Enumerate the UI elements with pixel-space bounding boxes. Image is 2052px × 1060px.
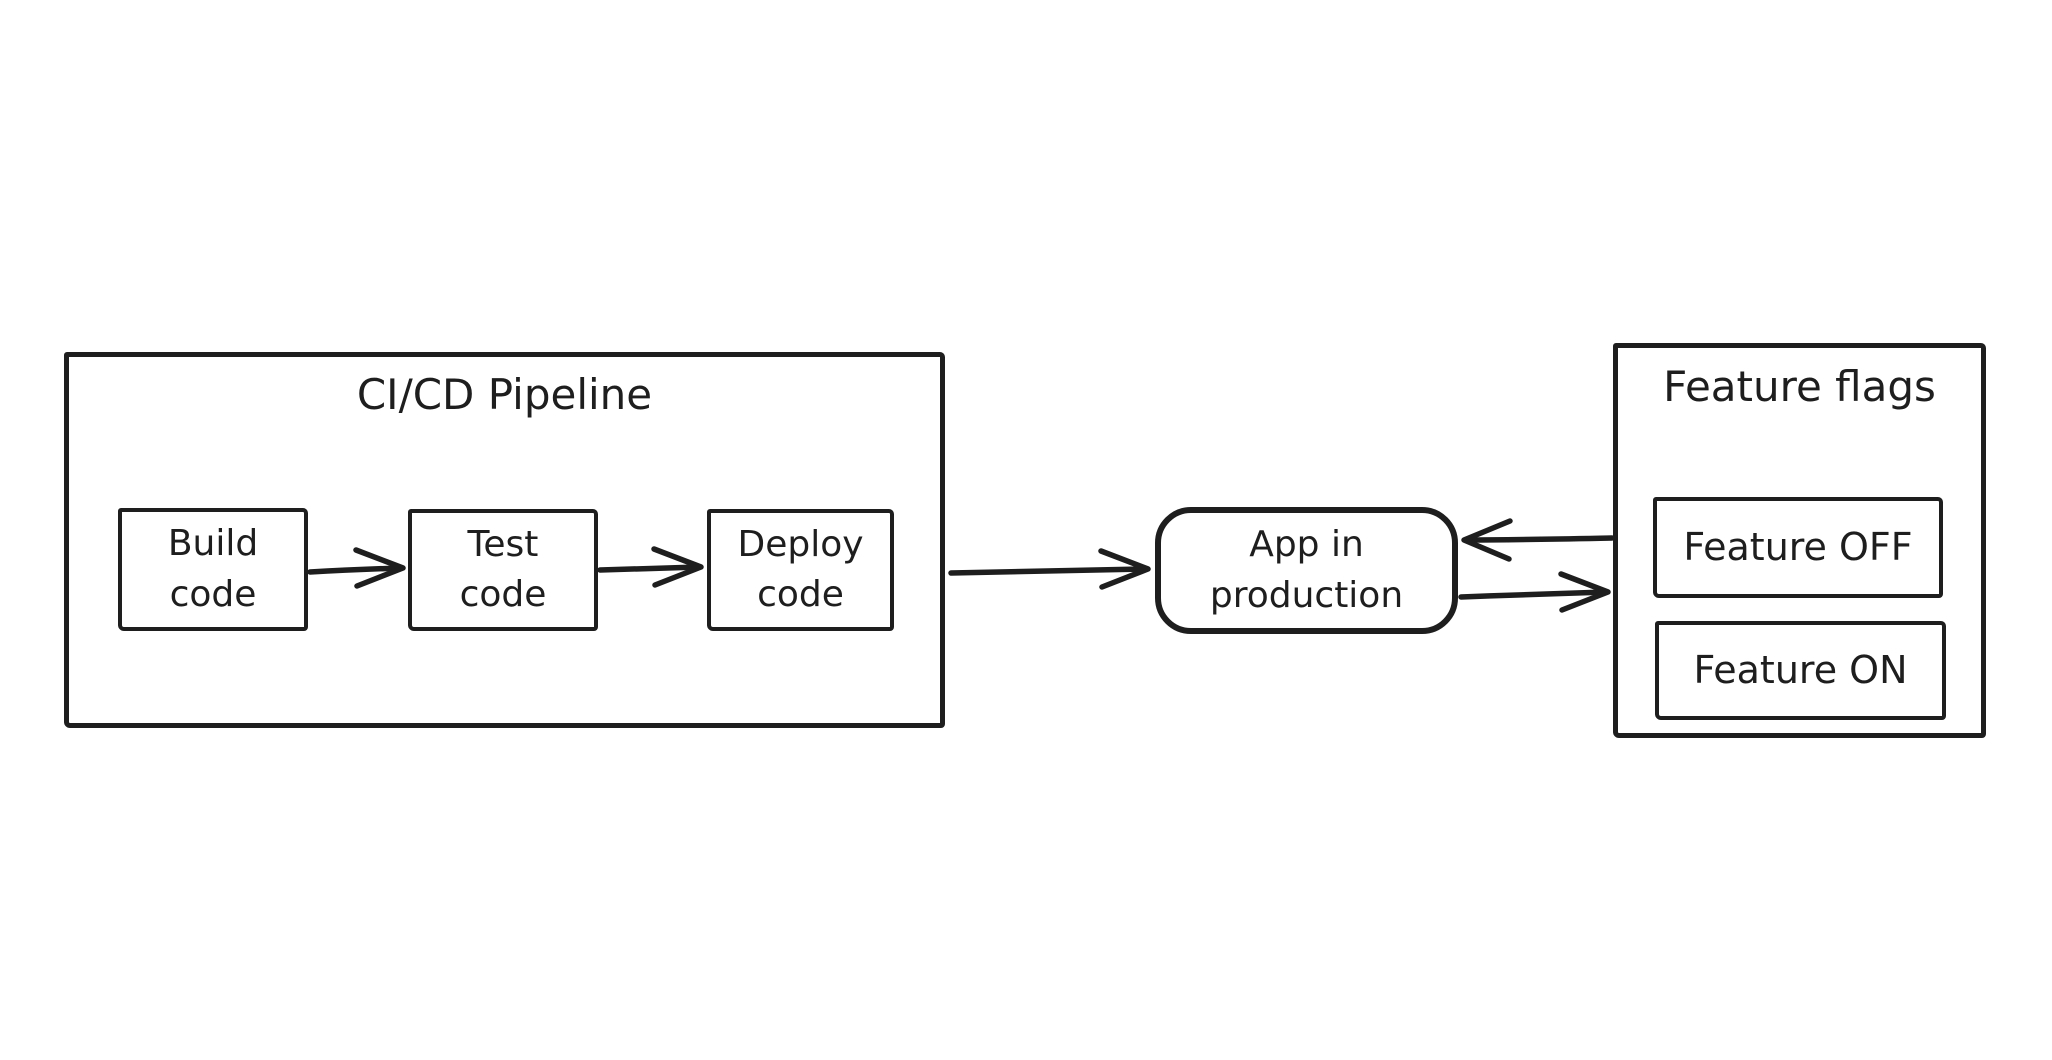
feature-on-label: Feature ON [1693,647,1908,692]
build-code-box: Build code [118,508,308,631]
feature-off-box: Feature OFF [1653,497,1943,598]
app-in-production-box: App in production [1155,507,1458,634]
build-code-label: Build code [167,523,259,615]
deploy-code-label: Deploy code [737,523,864,615]
feature-flags-title: Feature flags [1663,362,1936,411]
test-code-label: Test code [459,523,547,615]
feature-off-label: Feature OFF [1683,524,1913,569]
cicd-pipeline-title: CI/CD Pipeline [356,370,653,419]
arrow-pipeline-to-app [948,548,1151,590]
app-in-production-label: App in production [1209,524,1404,616]
arrow-feature-flags-to-app [1461,518,1615,562]
deploy-code-box: Deploy code [707,509,894,631]
arrow-app-to-feature-flags [1458,571,1611,613]
test-code-box: Test code [408,509,598,631]
feature-on-box: Feature ON [1655,621,1946,720]
